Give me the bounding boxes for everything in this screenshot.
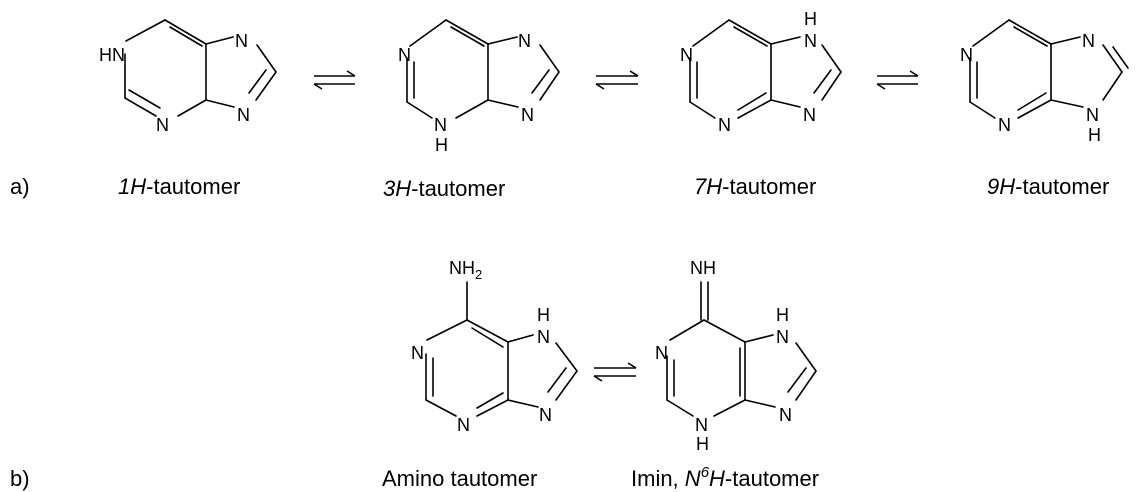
caption-7h-tautomer: 7H-tautomer	[694, 174, 816, 199]
atom-n: N	[803, 105, 816, 125]
atom-n: N	[718, 115, 731, 135]
atom-n: N	[998, 115, 1011, 135]
atom-nh: N	[695, 415, 708, 435]
atom-n: N	[457, 415, 470, 435]
atom-nh: N	[434, 115, 447, 135]
equilibrium-arrow	[595, 70, 639, 90]
caption-amino-tautomer: Amino tautomer	[382, 466, 537, 491]
structure-imin-tautomer: NH N H N N H N	[655, 258, 817, 454]
caption-imin-tautomer: Imin, N6H-tautomer	[631, 464, 819, 491]
atom-n: N	[411, 343, 424, 363]
atom-h: H	[696, 434, 709, 454]
atom-h: H	[804, 9, 817, 29]
atom-h: H	[435, 135, 448, 155]
structure-1h-tautomer: HN N N N	[99, 19, 277, 135]
atom-n: N	[237, 105, 250, 125]
atom-nh: N	[804, 31, 817, 51]
part-label-a: a)	[10, 174, 30, 199]
atom-nh: N	[776, 327, 789, 347]
caption-1h-tautomer: 1H-tautomer	[118, 174, 240, 199]
structure-9h-tautomer: N N N N H	[960, 19, 1129, 145]
equilibrium-arrow	[313, 70, 356, 90]
atom-h: H	[776, 305, 789, 325]
part-label-b: b)	[10, 466, 30, 491]
atom-nh2: NH2	[449, 258, 482, 282]
atom-h: H	[1088, 125, 1101, 145]
atom-nh: N	[537, 327, 550, 347]
equilibrium-arrow	[593, 362, 637, 382]
atom-n: N	[235, 31, 248, 51]
atom-n: N	[521, 105, 534, 125]
atom-n: N	[539, 405, 552, 425]
atom-n: N	[156, 115, 169, 135]
atom-hn: HN	[99, 45, 125, 65]
atom-nh: N	[1086, 105, 1099, 125]
structure-amino-tautomer: NH2 H N N N N	[411, 258, 578, 435]
equilibrium-arrow	[876, 70, 919, 90]
atom-n: N	[1082, 31, 1095, 51]
structure-7h-tautomer: N N H N N	[680, 9, 842, 135]
atom-n: N	[655, 343, 668, 363]
caption-9h-tautomer: 9H-tautomer	[987, 174, 1109, 199]
atom-nh: NH	[690, 258, 716, 278]
atom-n: N	[398, 45, 411, 65]
atom-n: N	[779, 405, 792, 425]
caption-3h-tautomer: 3H-tautomer	[383, 176, 505, 201]
atom-n: N	[680, 45, 693, 65]
atom-h: H	[537, 305, 550, 325]
atom-n: N	[518, 31, 531, 51]
atom-n: N	[960, 45, 973, 65]
structure-3h-tautomer: N N N N H	[398, 19, 560, 155]
